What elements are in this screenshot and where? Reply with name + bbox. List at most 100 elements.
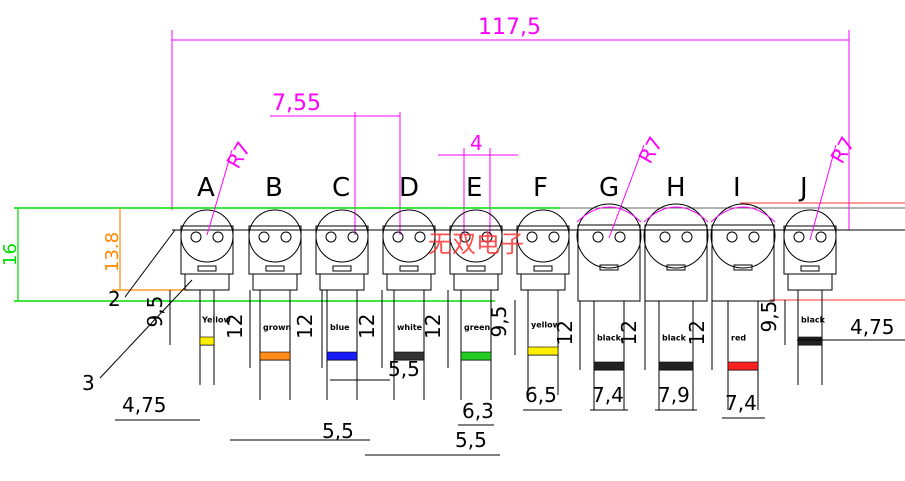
- radius-arc: [643, 206, 709, 223]
- pin-hole: [325, 231, 337, 243]
- width-dimension-label: 7,4: [725, 391, 757, 415]
- housing: [577, 224, 641, 302]
- pin-hole: [659, 231, 671, 243]
- pin-hole: [414, 231, 426, 243]
- latch: [399, 265, 419, 272]
- connector-letter: G: [599, 173, 619, 203]
- head-circle: [180, 209, 234, 263]
- watermark: 无双电子: [428, 230, 524, 258]
- pin-hole: [280, 231, 292, 243]
- hole-gap-label: 4: [470, 131, 483, 155]
- callout-2-leader: [124, 229, 176, 298]
- connector-letter: I: [733, 173, 741, 203]
- pin-hole: [347, 231, 359, 243]
- connector-letter: E: [466, 173, 482, 203]
- color-band: [727, 361, 759, 371]
- radius-leader: [206, 149, 233, 236]
- neck: [520, 273, 566, 291]
- connector-letter: F: [533, 173, 548, 203]
- color-band: [658, 361, 694, 371]
- pin-hole: [815, 231, 827, 243]
- connector-letter: D: [399, 173, 419, 203]
- latch: [800, 265, 820, 272]
- housing: [644, 224, 708, 302]
- width-dimension-label: 5,5: [455, 428, 487, 452]
- pin-hole: [793, 231, 805, 243]
- height-dimension-label: 12: [355, 314, 379, 339]
- height-dimension-label: 12: [293, 314, 317, 339]
- height-16-label: 16: [0, 243, 21, 266]
- width-dimension-label: 4,75: [850, 315, 895, 339]
- wire-color-label: red: [731, 334, 746, 343]
- wire-color-label: yellow: [531, 321, 561, 330]
- wire-color-label: black: [801, 316, 826, 325]
- color-band: [797, 336, 823, 346]
- pin-hole: [212, 231, 224, 243]
- head-circle: [516, 209, 570, 263]
- latch: [599, 264, 619, 271]
- wire-color-label: white: [397, 323, 423, 332]
- wire-color-label: black: [662, 334, 687, 343]
- connector-letter: B: [265, 173, 283, 203]
- latch: [197, 265, 217, 272]
- latch: [265, 265, 285, 272]
- width-dimension-label: 6,5: [525, 383, 557, 407]
- neck: [386, 273, 432, 291]
- latch: [666, 264, 686, 271]
- wire-color-label: Yellow: [201, 316, 231, 325]
- height-dimension-label: 9,5: [487, 306, 511, 338]
- radius-arc: [576, 206, 642, 223]
- housing: [783, 225, 837, 275]
- width-dimension-label: 6,3: [462, 399, 494, 423]
- height-13-8-label: 13.8: [102, 232, 123, 272]
- head-circle: [710, 203, 776, 269]
- pitch-dimension: [270, 112, 401, 235]
- pin-hole: [481, 231, 493, 243]
- wire-color-label: blue: [330, 323, 350, 332]
- housing: [315, 225, 369, 275]
- neck: [252, 273, 298, 291]
- latch: [533, 265, 553, 272]
- height-dimension-label: 9,5: [143, 296, 167, 328]
- housing: [516, 225, 570, 275]
- radius-leader: [608, 144, 645, 239]
- neck: [184, 273, 230, 291]
- neck: [787, 273, 833, 291]
- head-circle: [248, 209, 302, 263]
- height-dimension-label: 12: [223, 314, 247, 339]
- color-band: [259, 351, 291, 361]
- pin-hole: [258, 231, 270, 243]
- pin-hole: [614, 231, 626, 243]
- width-dimension-label: 4,75: [122, 393, 167, 417]
- color-band: [393, 351, 425, 361]
- wire-color-label: black: [597, 334, 622, 343]
- radius-arc: [710, 206, 776, 223]
- pin-hole: [748, 231, 760, 243]
- wire-color-label: green: [464, 323, 491, 332]
- width-dimension-label: 7,4: [592, 383, 624, 407]
- pin-hole: [681, 231, 693, 243]
- latch: [733, 264, 753, 271]
- pin-hole: [459, 231, 471, 243]
- callout-3: 3: [82, 371, 95, 395]
- callout-3-leader: [99, 279, 193, 379]
- pin-hole: [392, 231, 404, 243]
- height-dimension-label: 12: [421, 314, 445, 339]
- color-band: [593, 361, 625, 371]
- height-13-8-dimension: [112, 208, 190, 291]
- overall-width-dimension: [171, 30, 850, 230]
- pin-hole: [190, 231, 202, 243]
- housing: [248, 225, 302, 275]
- hole-gap-dimension: [438, 148, 518, 235]
- pin-hole: [592, 231, 604, 243]
- width-dimension-label: 7,9: [658, 383, 690, 407]
